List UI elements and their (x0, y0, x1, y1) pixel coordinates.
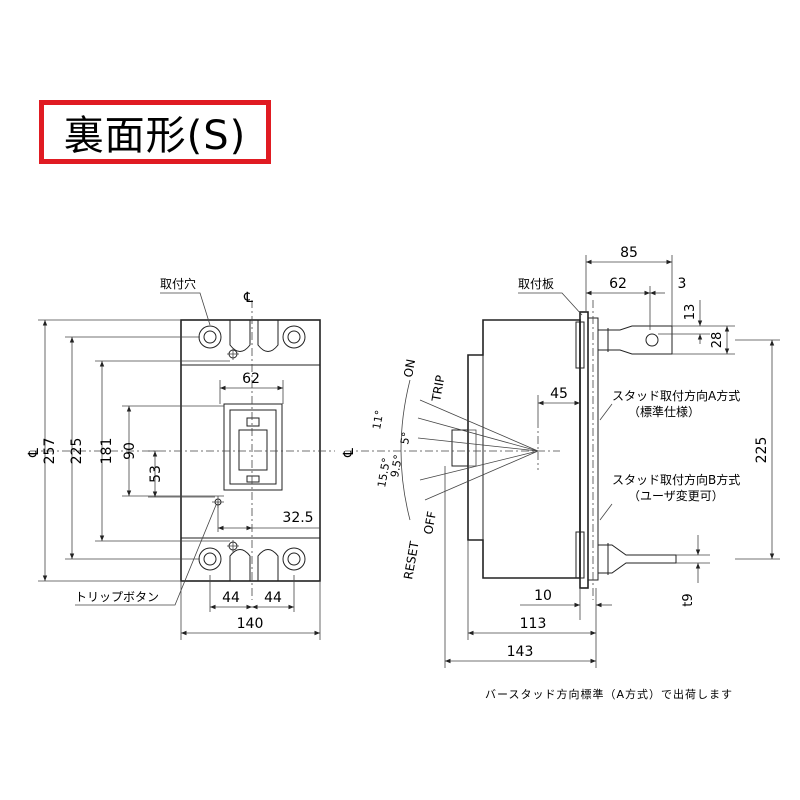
handle-angle-5: 5° (398, 431, 413, 446)
footnote: バースタッド方向標準（A方式）で出荷します (485, 687, 733, 701)
top-terminals (181, 320, 320, 366)
dim-pitch-44-left: 44 (222, 590, 240, 606)
dim-45: 45 (550, 386, 568, 402)
stud-a-label-line2: （標準仕様） (628, 404, 700, 419)
stud-a (598, 325, 673, 355)
dim-height-225: 225 (69, 438, 85, 465)
dim-height-53: 53 (148, 465, 164, 483)
front-centerline-symbol: ℄ (243, 290, 253, 306)
dim-85: 85 (620, 245, 638, 261)
side-view: ℄ ON TRIP 11° 5° 9.5° 15.5° OFF RESET 45… (341, 245, 780, 668)
bottom-terminals (181, 537, 320, 581)
dim-28: 28 (710, 332, 725, 349)
stud-b-label-line1: スタッド取付方向B方式 (612, 472, 740, 487)
bottom-right-screw-icon (282, 547, 306, 571)
dim-t9: t9 (681, 593, 696, 606)
top-left-screw-icon (198, 325, 222, 349)
side-body-outline (467, 319, 581, 579)
front-centerline-symbol-left: ℄ (26, 448, 42, 458)
dim-height-90: 90 (122, 442, 138, 460)
stud-a-label-line1: スタッド取付方向A方式 (612, 388, 740, 403)
dim-143: 143 (507, 644, 534, 660)
handle-angle-11: 11° (370, 409, 386, 430)
dim-113: 113 (520, 616, 547, 632)
handle-reset-label: RESET (401, 540, 422, 581)
dim-10: 10 (534, 588, 552, 604)
dim-width-140: 140 (237, 616, 264, 632)
page-title: 裏面形(S) (63, 113, 247, 159)
handle-off-label: OFF (421, 510, 439, 535)
mount-hole-label: 取付穴 (160, 276, 196, 291)
dim-62-side: 62 (609, 276, 627, 292)
handle-angle-9-5: 9.5° (388, 454, 405, 479)
handle-lever-icon (238, 429, 268, 471)
handle-window (223, 403, 283, 491)
dim-width-62: 62 (242, 371, 260, 387)
dim-3: 3 (678, 276, 687, 292)
stud-b (598, 543, 677, 575)
front-body-outline (180, 319, 321, 582)
handle-trip-label: TRIP (429, 374, 448, 403)
top-right-screw-icon (282, 325, 306, 349)
stud-a-hole-icon (645, 333, 659, 347)
front-view: ℄ ℄ 取付穴 トリップボタン 257 225 181 90 53 62 (26, 276, 335, 640)
dim-225-side: 225 (754, 437, 770, 464)
side-handle (451, 429, 469, 467)
title-box: 裏面形(S) (39, 100, 271, 164)
dim-height-181: 181 (99, 438, 115, 465)
stud-b-label-line2: （ユーザ変更可） (628, 488, 724, 503)
bottom-left-screw-icon (198, 547, 222, 571)
dim-height-257: 257 (42, 438, 58, 465)
dim-offset-32-5: 32.5 (282, 510, 313, 526)
trip-button-label: トリップボタン (75, 590, 159, 604)
handle-angle-15-5: 15.5° (375, 457, 393, 489)
handle-on-label: ON (401, 358, 418, 379)
dim-pitch-44-right: 44 (264, 590, 282, 606)
dim-13: 13 (683, 304, 698, 321)
side-centerline-symbol: ℄ (341, 448, 357, 458)
mount-plate-label: 取付板 (518, 277, 554, 291)
